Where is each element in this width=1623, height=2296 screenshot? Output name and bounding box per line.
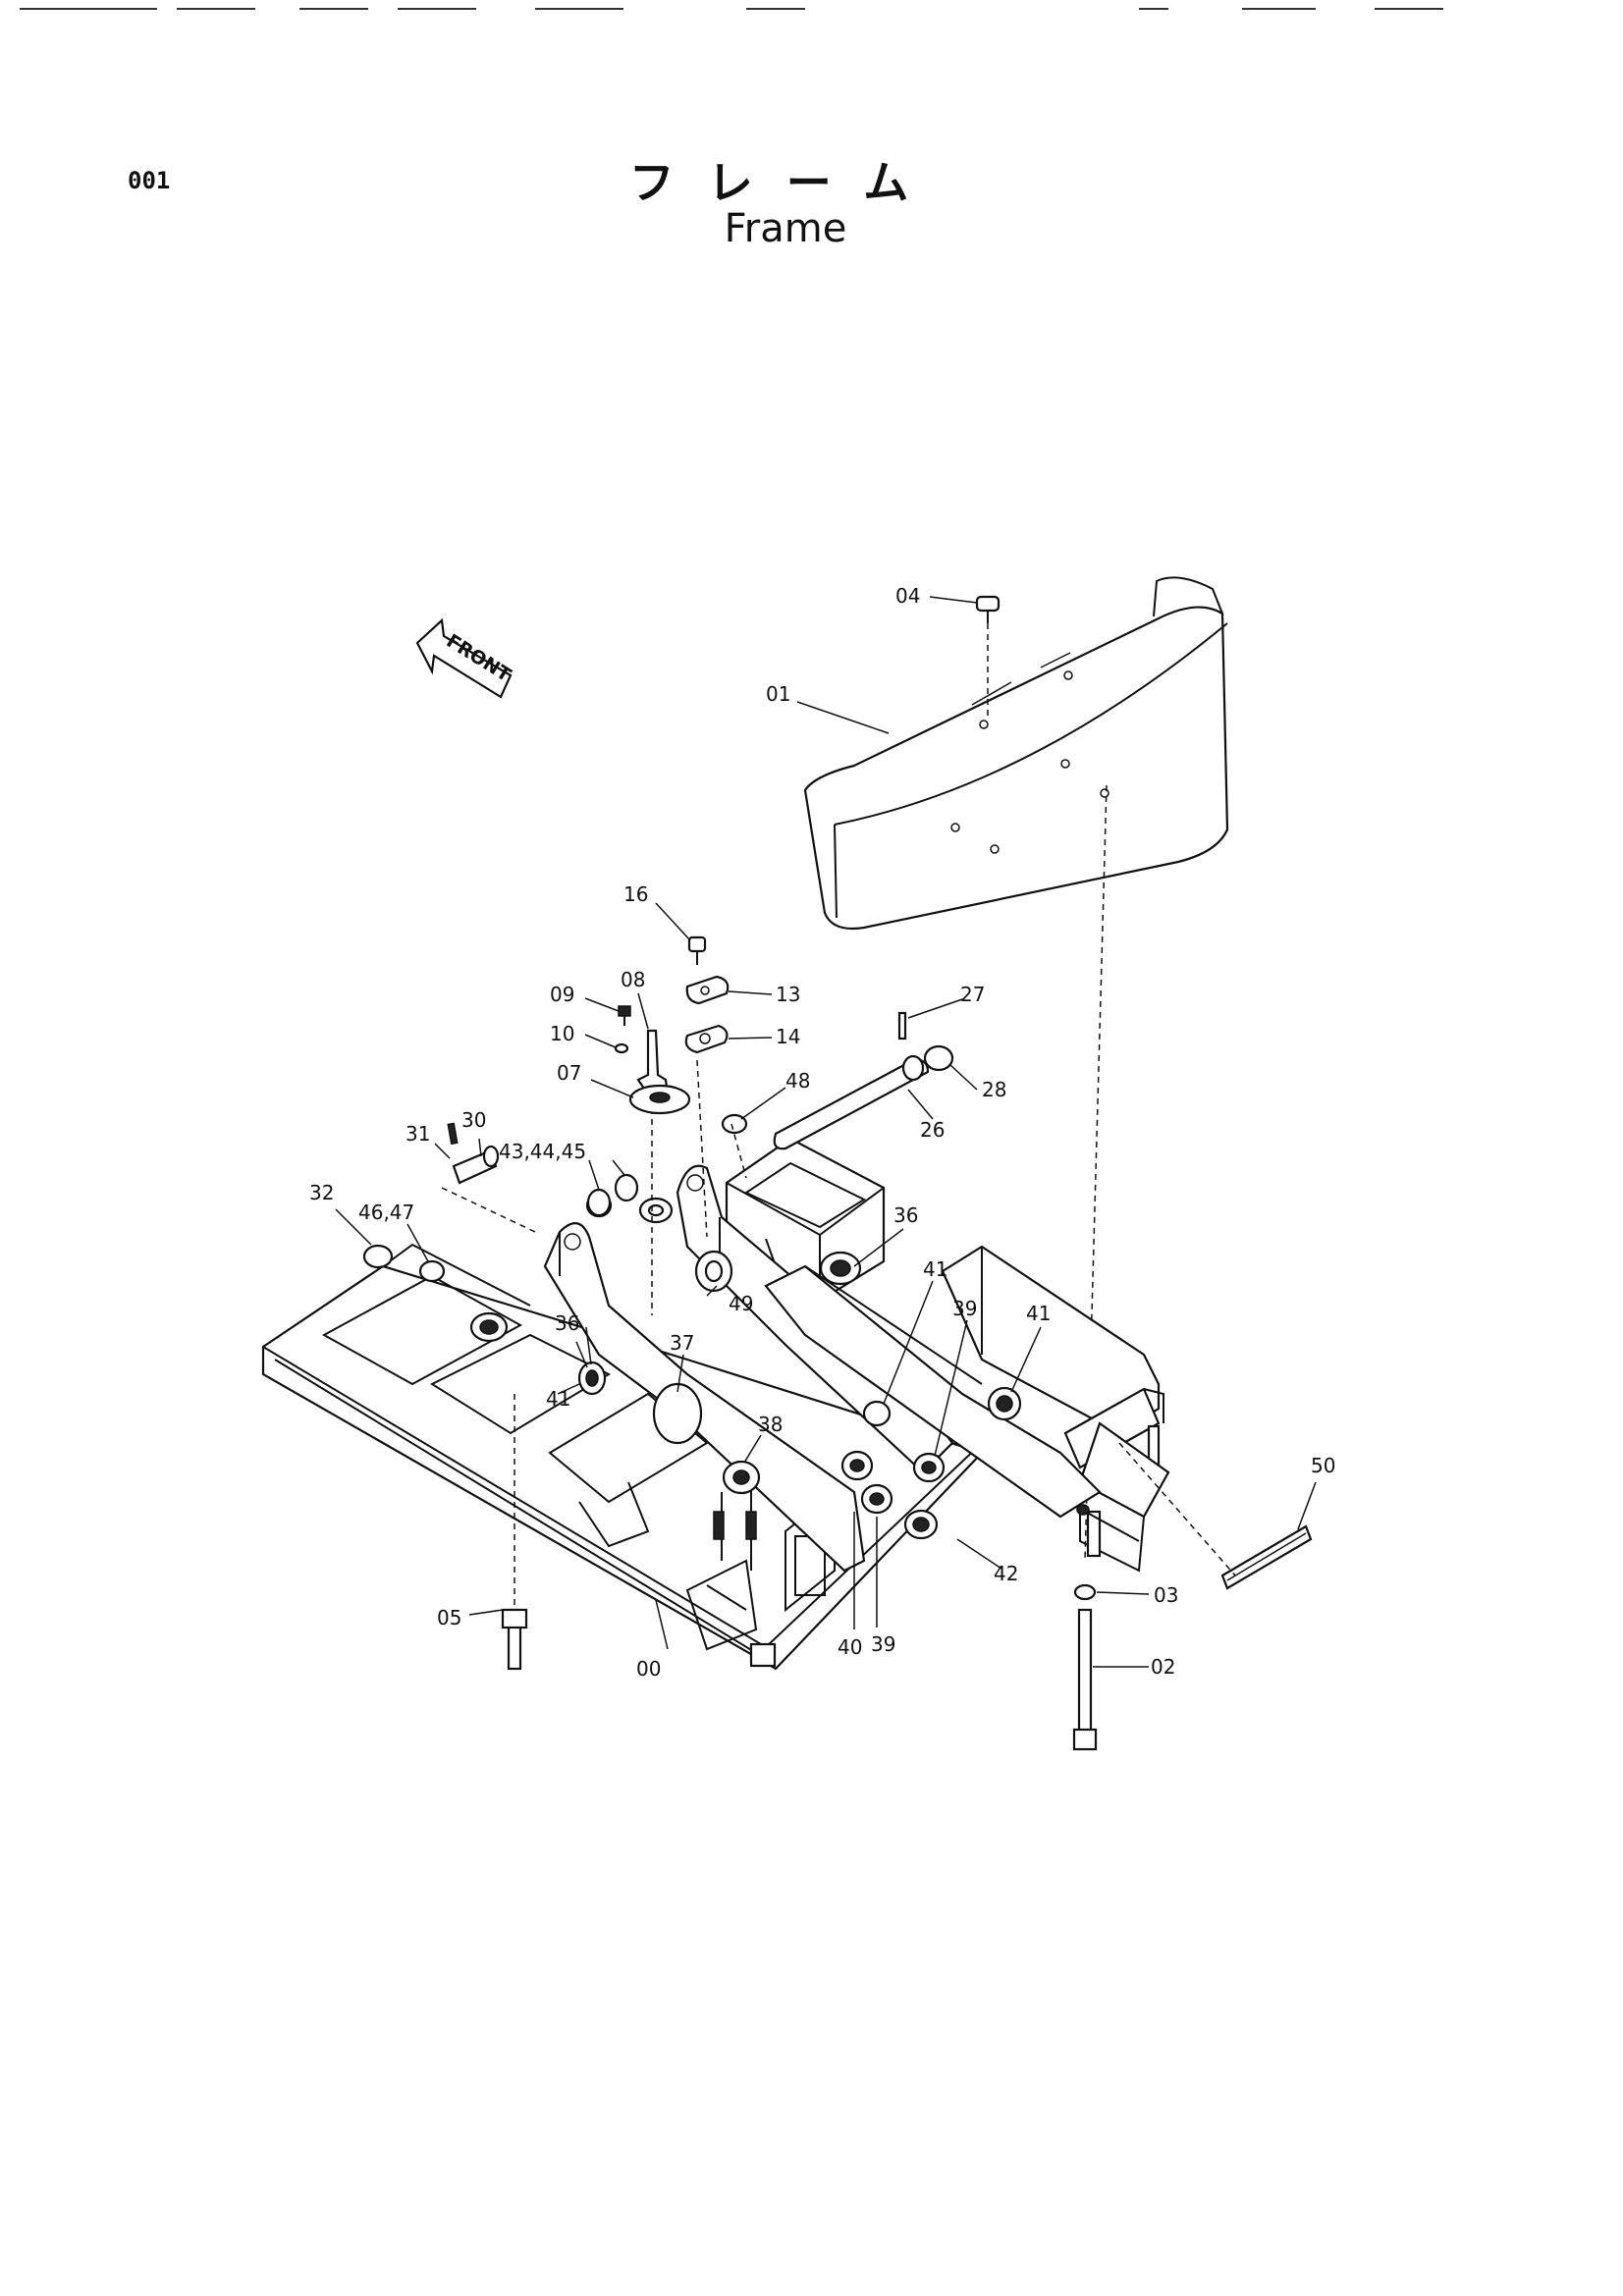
scan-mark — [1242, 8, 1316, 10]
scan-mark — [1139, 8, 1168, 10]
scan-mark — [398, 8, 476, 10]
callout-labels: 04 01 16 13 14 09 10 08 07 48 27 28 26 3… — [309, 584, 1335, 1681]
callout-28: 28 — [982, 1078, 1006, 1101]
callout-41-left: 41 — [546, 1387, 570, 1411]
counterweight — [803, 576, 1229, 931]
callout-26: 26 — [920, 1118, 945, 1142]
callout-43-44-45: 43,44,45 — [499, 1140, 586, 1163]
callout-42: 42 — [994, 1562, 1018, 1585]
callout-36-lower: 36 — [555, 1311, 579, 1335]
callout-41-right: 41 — [1026, 1302, 1051, 1325]
callout-37: 37 — [670, 1331, 694, 1355]
main-frame — [261, 1243, 985, 1671]
callout-03: 03 — [1154, 1583, 1178, 1607]
callout-39-lower: 39 — [871, 1632, 895, 1656]
callout-30: 30 — [461, 1108, 486, 1132]
callout-04: 04 — [895, 584, 920, 608]
front-arrow-icon: FRONT — [415, 617, 514, 699]
title-japanese: フレーム — [628, 156, 943, 209]
exploded-small-parts — [362, 935, 1313, 1751]
callout-49: 49 — [729, 1292, 753, 1315]
callout-08: 08 — [621, 968, 645, 991]
scan-mark — [535, 8, 623, 10]
callout-36-upper: 36 — [893, 1203, 918, 1227]
callout-41-center: 41 — [923, 1257, 947, 1281]
callout-31: 31 — [406, 1122, 430, 1146]
callout-01: 01 — [766, 682, 790, 706]
callout-16: 16 — [623, 882, 648, 906]
scan-mark — [746, 8, 805, 10]
callout-46-47: 46,47 — [358, 1201, 414, 1224]
scan-mark — [20, 8, 157, 10]
scan-mark — [1375, 8, 1443, 10]
callout-48: 48 — [785, 1069, 810, 1093]
callout-05: 05 — [437, 1606, 461, 1629]
callout-50: 50 — [1311, 1454, 1335, 1477]
callout-02: 02 — [1151, 1655, 1175, 1679]
callout-40: 40 — [838, 1635, 862, 1659]
scan-mark — [177, 8, 255, 10]
callout-27: 27 — [960, 983, 985, 1006]
callout-leaders — [335, 596, 1317, 1668]
callout-14: 14 — [776, 1025, 800, 1048]
cap-bolt-04-icon — [975, 595, 1001, 717]
callout-39-upper: 39 — [952, 1297, 977, 1320]
callout-38: 38 — [758, 1413, 783, 1436]
boom-foot-arms — [543, 1164, 1102, 1573]
callout-00: 00 — [636, 1657, 661, 1681]
callout-32: 32 — [309, 1181, 334, 1204]
callout-07: 07 — [557, 1061, 581, 1085]
callout-09: 09 — [550, 983, 574, 1006]
scan-mark — [299, 8, 368, 10]
title-english: Frame — [724, 206, 847, 251]
callout-10: 10 — [550, 1022, 574, 1045]
callout-13: 13 — [776, 983, 800, 1006]
rear-rail — [941, 1245, 1170, 1573]
page-code: 001 — [128, 167, 171, 194]
